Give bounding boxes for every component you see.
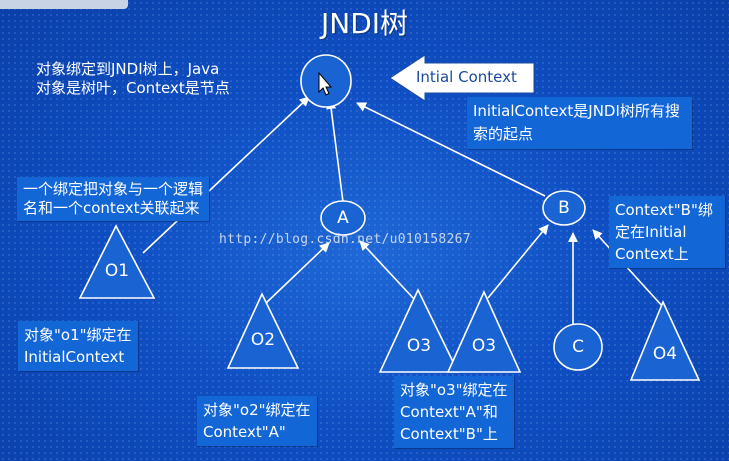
leaf-o2 (226, 292, 300, 369)
java-object-line2: 对象是树叶，Context是节点 (36, 79, 230, 97)
leaf-o3a-label: O3 (406, 336, 432, 356)
leaf-o3a (378, 288, 460, 373)
initial-context-arrow (389, 54, 535, 102)
node-a-label: A (337, 208, 349, 228)
edge-o2-a (265, 242, 330, 304)
edge-o4-b (592, 229, 665, 309)
o3-desc-line2: Context"A"和 (400, 403, 498, 421)
initial-context-arrow-label: Intial Context (416, 68, 517, 86)
node-b-label: B (558, 198, 570, 218)
binding-desc-line1: 一个绑定把对象与一个逻辑 (23, 180, 204, 198)
o2-desc-callout: 对象"o2"绑定在 Context"A" (197, 396, 317, 446)
window-corner (0, 0, 128, 9)
root-desc-text: InitialContext是JNDI树所有搜索的起点 (473, 102, 680, 143)
watermark-url: http://blog.csdn.net/u010158267 (219, 232, 471, 247)
node-c-label: C (572, 337, 584, 357)
slide-title: JNDI树 (320, 7, 409, 40)
mouse-pointer-icon (318, 71, 333, 96)
leaf-o4-label: O4 (652, 344, 678, 364)
o3-desc-line3: Context"B"上 (400, 425, 498, 443)
java-object-line1: 对象绑定到JNDI树上，Java (36, 60, 220, 78)
edge-o1-root (142, 96, 310, 254)
context-b-line2: 定在Initial (615, 223, 687, 241)
o3-desc-line1: 对象"o3"绑定在 (400, 381, 508, 399)
java-object-callout: 对象绑定到JNDI树上，Java 对象是树叶，Context是节点 (36, 60, 230, 98)
context-b-callout: Context"B"绑 定在Initial Context上 (609, 196, 725, 268)
o1-desc-line2: InitialContext (24, 348, 125, 366)
leaf-o3b (446, 290, 522, 373)
leaf-o1-label: O1 (104, 261, 130, 281)
o2-desc-line1: 对象"o2"绑定在 (203, 401, 311, 419)
context-b-line3: Context上 (615, 245, 689, 263)
binding-desc-callout: 一个绑定把对象与一个逻辑 名和一个context关联起来 (17, 177, 210, 221)
context-b-line1: Context"B"绑 (615, 201, 713, 219)
edge-a-root (326, 99, 344, 203)
edge-b-root (356, 102, 546, 197)
o1-desc-line1: 对象"o1"绑定在 (24, 326, 132, 344)
node-c (553, 323, 603, 371)
root-desc-callout: InitialContext是JNDI树所有搜索的起点 (467, 97, 692, 149)
node-a (320, 200, 366, 236)
edge-o3b-b (487, 224, 549, 299)
leaf-o2-label: O2 (250, 330, 276, 350)
leaf-o3b-label: O3 (471, 336, 497, 356)
leaf-o4 (629, 299, 701, 381)
o3-desc-callout: 对象"o3"绑定在 Context"A"和 Context"B"上 (394, 376, 514, 448)
o1-desc-callout: 对象"o1"绑定在 InitialContext (18, 321, 138, 371)
edge-o3a-a (359, 240, 416, 301)
o2-desc-line2: Context"A" (203, 423, 286, 441)
node-b (542, 190, 586, 226)
leaf-o1 (78, 224, 156, 299)
binding-desc-line2: 名和一个context关联起来 (23, 199, 200, 217)
